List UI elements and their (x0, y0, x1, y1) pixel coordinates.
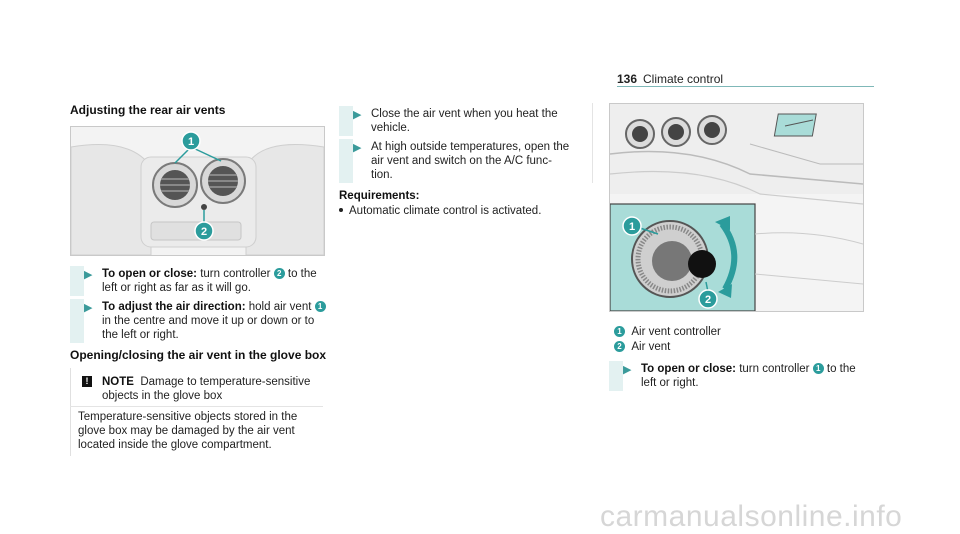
callout-1 (622, 216, 642, 236)
middle-box (339, 103, 593, 183)
controller-knob (201, 204, 207, 210)
glove-box-illustration: 1 2 (610, 104, 863, 311)
watermark: carmanualsonline.info (600, 500, 903, 533)
step-bold: To open or close: (641, 363, 736, 375)
air-vent-opening (688, 250, 716, 278)
step-text: air vent and switch on the A/C func- (371, 155, 552, 167)
ref-badge: 1 (812, 363, 824, 374)
note-box (70, 368, 324, 456)
step-text: vehicle. (371, 122, 410, 134)
legend-text: Air vent (631, 341, 671, 353)
step-text: At high outside temperatures, open the (371, 141, 570, 153)
step-text: turn controller (736, 363, 813, 375)
legend-badge: 2 (614, 341, 625, 352)
note-body: Temperature-sensitive objects stored in … (78, 410, 318, 452)
step-close-vent: Close the air vent when you heat the veh… (371, 107, 586, 135)
step-bar (339, 106, 353, 136)
step-text: to the (823, 363, 856, 375)
step-high-temps: At high outside temperatures, open the a… (371, 140, 586, 182)
requirement-item: Automatic climate control is activated. (339, 205, 541, 217)
step-open-close: To open or close: turn controller 2 to t… (102, 267, 332, 295)
callout-1-label: 1 (629, 221, 635, 233)
left-vent (152, 162, 198, 208)
arrow-icon: ▶ (353, 142, 362, 154)
step-bar (70, 299, 84, 343)
callout-2 (698, 289, 718, 309)
arrow-icon: ▶ (84, 302, 93, 314)
note-title-line: Damage to temperature-sensitive (140, 376, 311, 388)
page-number: 136 (617, 72, 638, 86)
ref-badge: 1 (314, 301, 326, 312)
rear-vents-illustration: 1 2 (71, 127, 324, 255)
warning-icon: ! (82, 376, 92, 387)
step-bold: To adjust the air direction: (102, 301, 246, 313)
rear-vents-figure: 1 2 (70, 126, 325, 256)
step-adjust-direction: To adjust the air direction: hold air ve… (102, 300, 332, 342)
callout-1 (181, 131, 201, 151)
arrow-icon: ▶ (84, 269, 93, 281)
step-open-close-controller: To open or close: turn controller 1 to t… (641, 362, 871, 390)
note-title: NOTE Damage to temperature-sensitive obj… (102, 375, 317, 403)
section-heading: Adjusting the rear air vents (70, 103, 226, 117)
requirements-label: Requirements: (339, 190, 420, 202)
legend-badge: 1 (614, 326, 625, 337)
step-text: the left or right. (102, 329, 179, 341)
step-text: left or right. (641, 377, 699, 389)
step-text: hold air vent (245, 301, 315, 313)
step-bar (609, 361, 623, 391)
chapter-title: Climate control (643, 72, 724, 86)
step-text: left or right as far as it will go. (102, 282, 251, 294)
note-body-line: glove box may be damaged by the air vent (78, 425, 295, 437)
legend-item: 1 Air vent controller (614, 325, 721, 339)
callout-1-label: 1 (188, 136, 194, 148)
step-bar (339, 139, 353, 183)
header-rule (617, 86, 874, 87)
arrow-icon: ▶ (353, 109, 362, 121)
step-text: turn controller (197, 268, 274, 280)
step-text: to the (284, 268, 317, 280)
legend-text: Air vent controller (631, 326, 721, 338)
legend-item: 2 Air vent (614, 340, 670, 354)
callout-2 (194, 221, 214, 241)
step-bar (70, 266, 84, 296)
arrow-icon: ▶ (623, 364, 632, 376)
step-text: Close the air vent when you heat the (371, 108, 558, 120)
callout-2-label: 2 (705, 294, 711, 306)
glove-box-heading: Opening/closing the air vent in the glov… (70, 348, 327, 362)
callout-2-label: 2 (201, 226, 207, 238)
step-text: tion. (371, 169, 393, 181)
ref-badge: 2 (273, 268, 285, 279)
note-header (70, 368, 323, 407)
note-title-line: objects in the glove box (102, 390, 223, 402)
note-body-line: located inside the glove compartment. (78, 439, 272, 451)
bullet-icon (339, 208, 343, 212)
step-text: in the centre and move it up or down or … (102, 315, 315, 327)
step-bold: To open or close: (102, 268, 197, 280)
note-body-line: Temperature-sensitive objects stored in … (78, 411, 298, 423)
glove-box-figure: 1 2 (609, 103, 864, 312)
right-vent (200, 158, 246, 204)
note-label: NOTE (102, 376, 134, 388)
requirement-text: Automatic climate control is activated. (349, 205, 542, 217)
